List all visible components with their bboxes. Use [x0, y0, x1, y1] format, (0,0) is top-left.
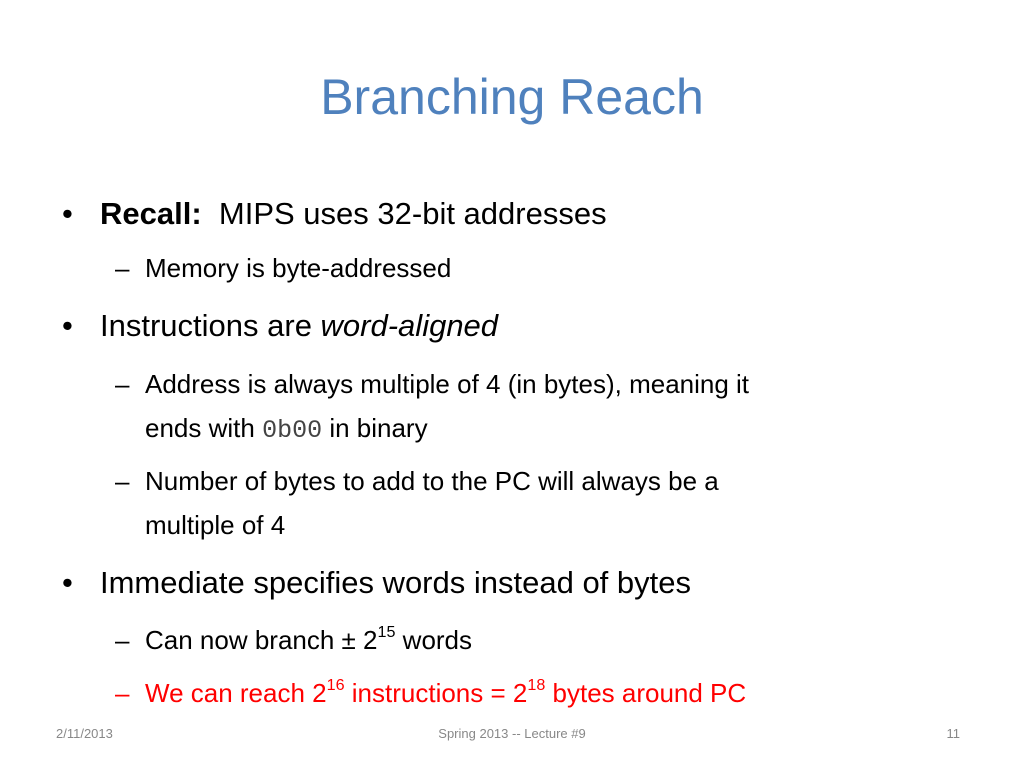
dash-marker: –	[115, 253, 130, 283]
reach-mid: instructions = 2	[344, 678, 528, 708]
dash-marker: –	[115, 678, 130, 708]
instructions-text: Instructions are	[100, 308, 321, 343]
sub-bullet-text: We can reach 216 instructions = 218 byte…	[145, 671, 746, 715]
address-line-2-pre: ends with	[145, 413, 263, 443]
bullet-marker: •	[62, 196, 73, 231]
branch-exponent: 15	[377, 622, 396, 641]
word-aligned-text: word-aligned	[320, 308, 499, 343]
sub-bullet-text: Number of bytes to add to the PC will al…	[145, 459, 719, 547]
reach-exponent-1: 16	[326, 675, 345, 694]
dash-marker: –	[115, 625, 130, 655]
dash-marker: –	[115, 466, 130, 496]
bullet-text: Instructions are word-aligned	[100, 306, 498, 346]
sub-bullet-text: Address is always multiple of 4 (in byte…	[145, 362, 749, 453]
recall-text: MIPS uses 32-bit addresses	[218, 196, 607, 231]
bytes-line-1: Number of bytes to add to the PC will al…	[145, 466, 719, 496]
reach-post: bytes around PC	[545, 678, 747, 708]
footer-page-number: 11	[946, 726, 961, 741]
footer-date: 2/11/2013	[56, 726, 113, 741]
address-line-1: Address is always multiple of 4 (in byte…	[145, 369, 750, 399]
sub-bullet-text: Can now branch ± 215 words	[145, 618, 472, 662]
bullet-marker: •	[62, 565, 73, 600]
reach-exponent-2: 18	[527, 675, 546, 694]
footer-center: Spring 2013 -- Lecture #9	[438, 726, 586, 741]
bullet-text: Immediate specifies words instead of byt…	[100, 565, 691, 600]
slide-title: Branching Reach	[320, 69, 704, 125]
address-line-2-post: in binary	[322, 413, 428, 443]
bytes-line-2: multiple of 4	[145, 510, 286, 540]
binary-code: 0b00	[262, 416, 323, 445]
bullet-marker: •	[62, 308, 73, 343]
branch-pre: Can now branch ± 2	[145, 625, 378, 655]
sub-bullet-text: Memory is byte-addressed	[145, 253, 452, 283]
branch-post: words	[395, 625, 473, 655]
bullet-text: Recall: MIPS uses 32-bit addresses	[100, 194, 607, 234]
recall-label: Recall:	[100, 196, 202, 231]
dash-marker: –	[115, 369, 130, 399]
reach-pre: We can reach 2	[145, 678, 327, 708]
